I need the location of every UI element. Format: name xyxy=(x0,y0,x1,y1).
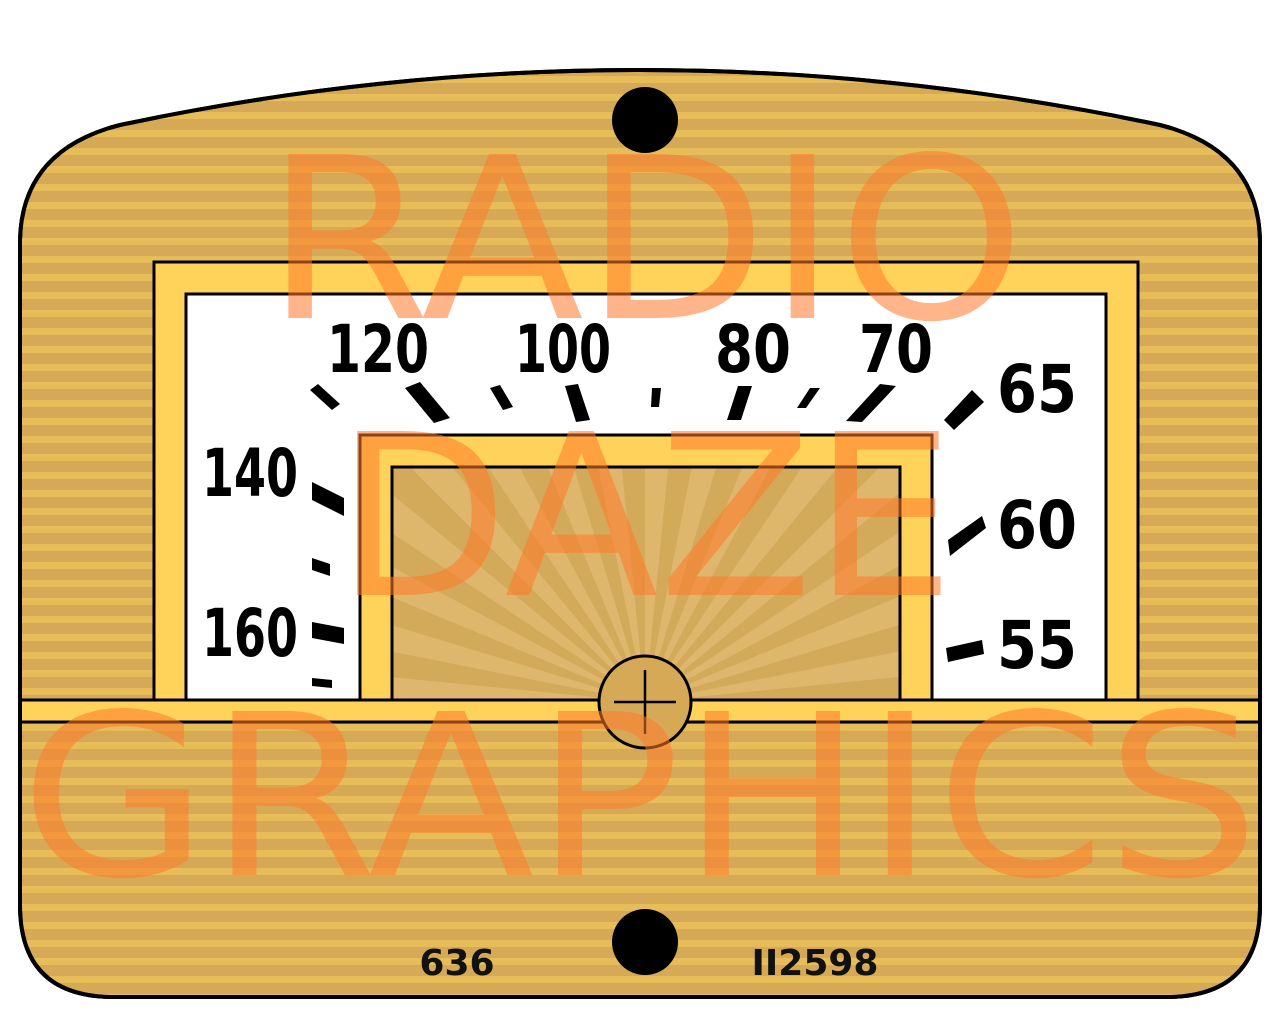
tick-mark xyxy=(944,390,984,430)
watermark-line-1: RADIO xyxy=(265,110,1025,372)
dial-number-60: 60 xyxy=(997,487,1077,564)
stripe xyxy=(20,796,1260,803)
stripe xyxy=(0,58,1280,65)
tick-mark xyxy=(312,678,332,688)
sunburst-ray xyxy=(648,467,900,699)
dial-number-55: 55 xyxy=(997,607,1077,684)
dial-number-120: 120 xyxy=(327,311,429,388)
sunburst-ray xyxy=(410,467,643,699)
stripe xyxy=(20,886,1260,893)
dial-number-65: 65 xyxy=(997,351,1077,428)
stripe xyxy=(20,814,1260,821)
tick-mark xyxy=(490,385,513,410)
stripe xyxy=(20,850,1260,857)
mount-hole-icon xyxy=(612,909,678,975)
stripe xyxy=(20,76,1260,83)
mount-hole-icon xyxy=(612,87,678,153)
stripe xyxy=(20,760,1260,767)
stripe xyxy=(20,166,1260,173)
stripe xyxy=(20,220,1260,227)
part-number-right: II2598 xyxy=(752,943,879,984)
crosshair-knob-icon[interactable] xyxy=(597,654,693,750)
dial-number-80: 80 xyxy=(715,311,791,388)
tick-mark xyxy=(310,384,340,410)
stripe xyxy=(20,778,1260,785)
stripe xyxy=(20,202,1260,209)
tick-mark xyxy=(797,388,820,408)
sunburst-ray xyxy=(487,467,644,699)
stripe xyxy=(20,256,1260,263)
watermark: RADIO DAZE GRAPHICS xyxy=(20,110,1260,929)
part-number-left: 636 xyxy=(419,943,494,984)
tick-mark xyxy=(405,382,450,423)
stripe xyxy=(20,976,1260,983)
sunburst-ray xyxy=(547,467,645,699)
dial-number-140: 140 xyxy=(202,435,298,512)
sunburst-ray xyxy=(652,596,900,699)
tick-mark xyxy=(651,388,661,407)
sunburst-ray xyxy=(392,494,642,699)
tick-mark xyxy=(948,516,986,556)
dial-number-160: 160 xyxy=(202,595,298,672)
dial-number-100: 100 xyxy=(515,311,611,388)
sunburst-ray xyxy=(645,467,669,699)
sunburst-ray xyxy=(392,625,636,699)
tick-mark xyxy=(727,386,752,420)
dial-numbers: 120 100 80 70 65 140 60 160 55 xyxy=(202,311,1077,684)
stripe xyxy=(20,832,1260,839)
dial-number-70: 70 xyxy=(859,311,933,388)
tick-mark xyxy=(312,558,330,576)
sunburst-ray xyxy=(598,467,645,699)
tick-mark xyxy=(312,622,344,644)
tick-mark xyxy=(565,384,590,422)
sunburst-ray xyxy=(645,467,717,699)
stripe xyxy=(0,40,1280,47)
sunburst-ray xyxy=(649,531,900,699)
tick-mark xyxy=(846,384,896,422)
dial-tick-marks xyxy=(310,382,986,688)
stripe xyxy=(20,868,1260,875)
stripe xyxy=(20,184,1260,191)
window-sunburst xyxy=(392,467,900,699)
sunburst-ray xyxy=(646,467,771,699)
sunburst-ray xyxy=(392,566,640,699)
sunburst-ray xyxy=(392,677,615,699)
stripe xyxy=(20,904,1260,911)
sunburst-ray xyxy=(660,651,900,699)
sunburst-ray xyxy=(647,467,838,699)
stripe xyxy=(20,238,1260,245)
watermark-line-2: DAZE xyxy=(335,387,955,649)
watermark-line-3: GRAPHICS xyxy=(20,667,1260,929)
tick-mark xyxy=(946,640,984,662)
tick-mark xyxy=(312,482,344,516)
